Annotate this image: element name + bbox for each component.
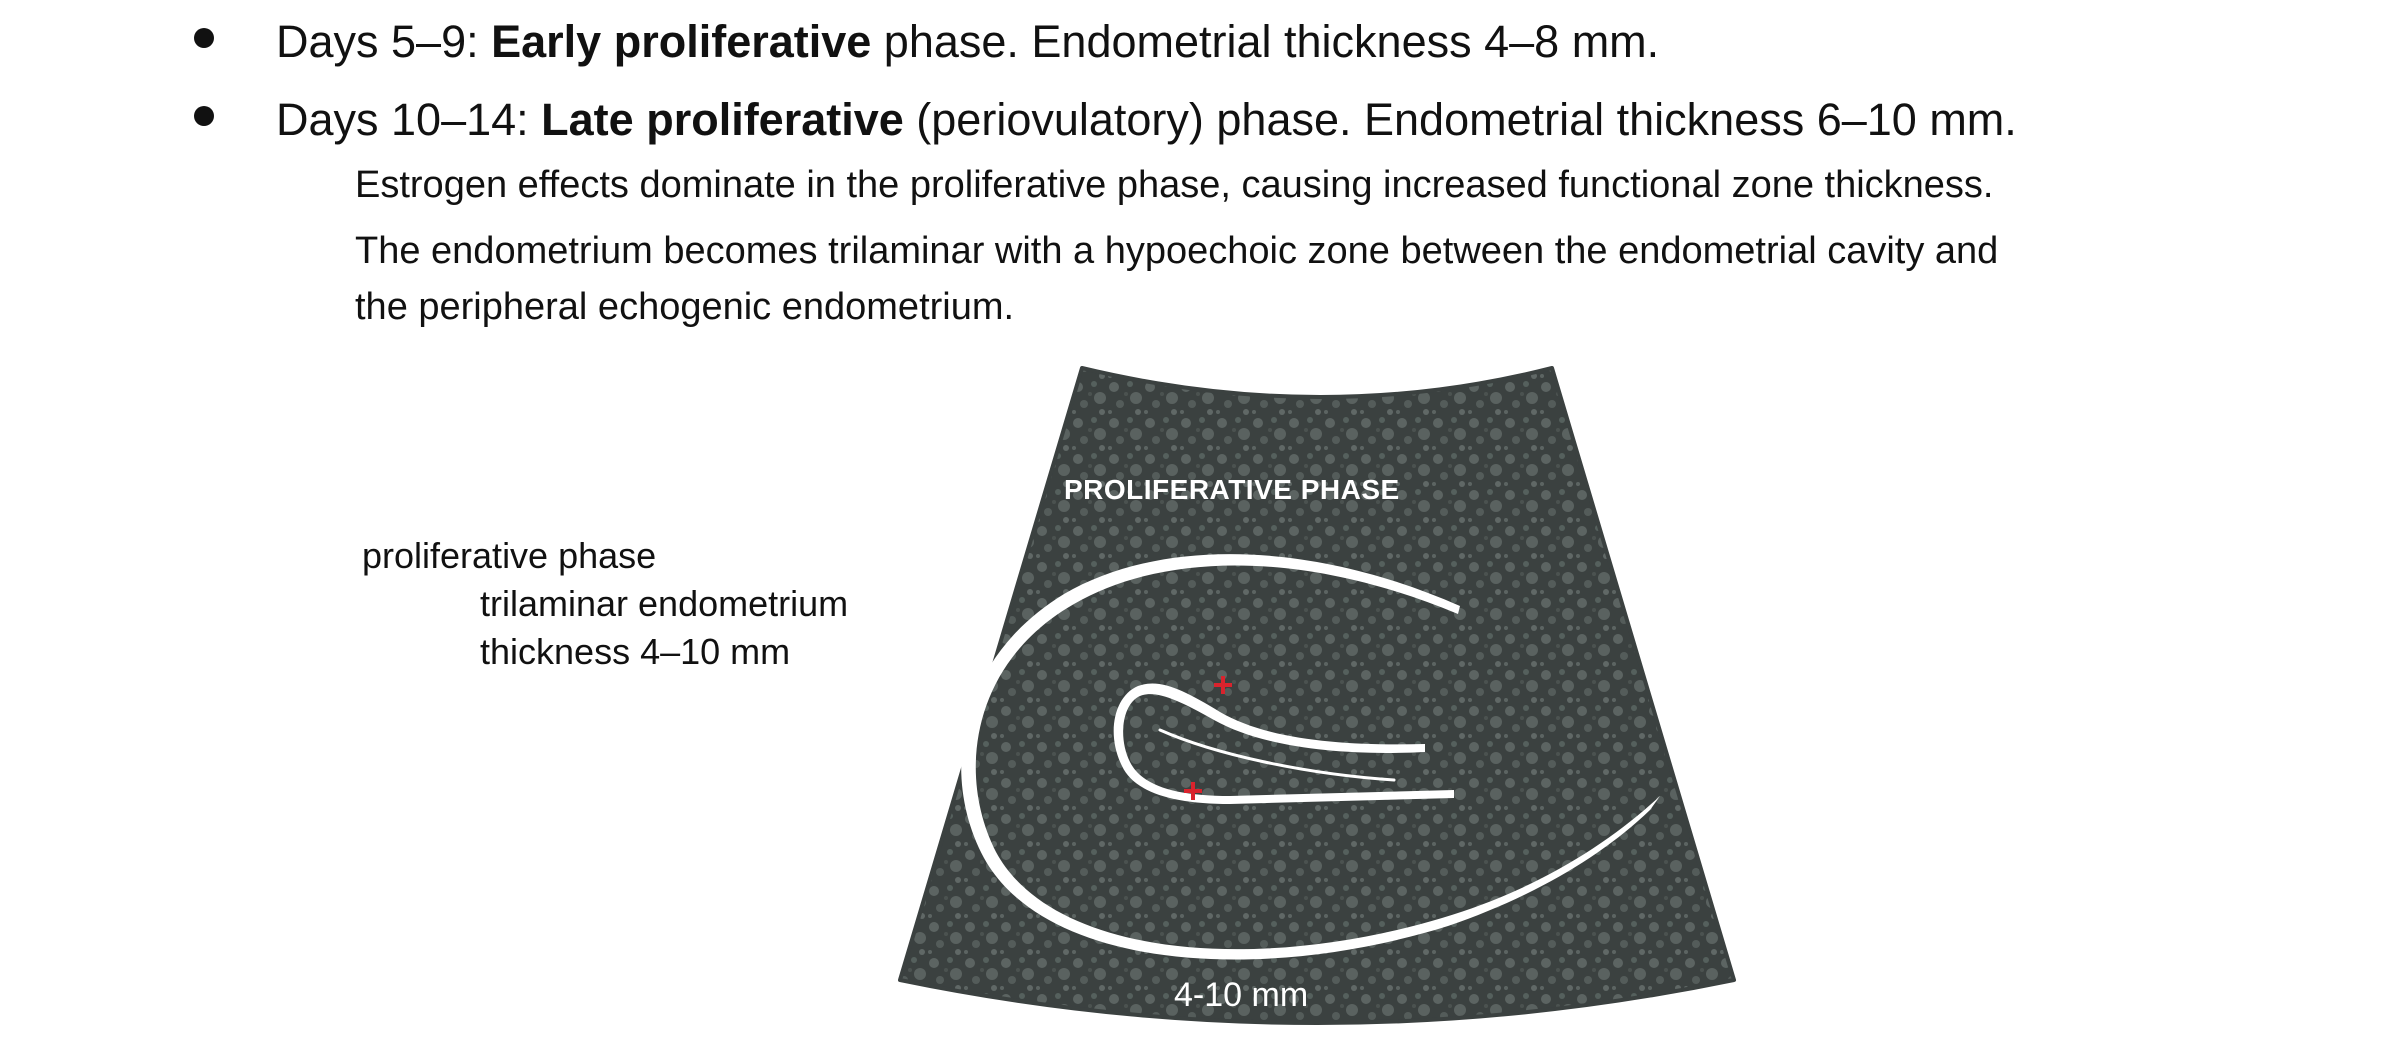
bullet-suffix: (periovulatory) phase. Endometrial thick… [903,94,2017,145]
label-trilaminar-endometrium: trilaminar endometrium [480,583,849,624]
caliper-top-icon [1214,676,1232,694]
label-proliferative-phase: proliferative phase [362,535,657,576]
figure-measurement: 4-10 mm [1174,976,1309,1014]
bullet-prefix: Days 10–14: [276,94,542,145]
bullet-prefix: Days 5–9: [276,16,492,67]
bullet-suffix: phase. Endometrial thickness 4–8 mm. [871,16,1660,67]
figure-title: PROLIFERATIVE PHASE [1064,474,1400,505]
caliper-bottom-icon [1184,782,1202,800]
bullet-dot-icon [194,28,214,48]
bullet-bold-term: Late proliferative [541,94,904,145]
bullet-dot-icon [194,106,214,126]
paragraph-trilaminar-line1: The endometrium becomes trilaminar with … [355,230,1999,272]
bullet-text: Days 5–9: Early proliferative phase. End… [276,14,1659,70]
ultrasound-fan [898,366,1736,1025]
paragraph-estrogen-effects: Estrogen effects dominate in the prolife… [355,164,1994,206]
paragraph-trilaminar-line2: the peripheral echogenic endometrium. [355,286,1015,328]
inner-endometrium-stripe [1113,683,1454,804]
label-thickness: thickness 4–10 mm [480,631,791,672]
ultrasound-illustration: PROLIFERATIVE PHASE 4-10 mm [784,344,1858,1034]
ultrasound-fan-graphic [898,366,1736,1025]
bullet-bold-term: Early proliferative [491,16,872,67]
bullet-text: Days 10–14: Late proliferative (periovul… [276,92,2017,148]
central-echo-line [1158,728,1396,782]
